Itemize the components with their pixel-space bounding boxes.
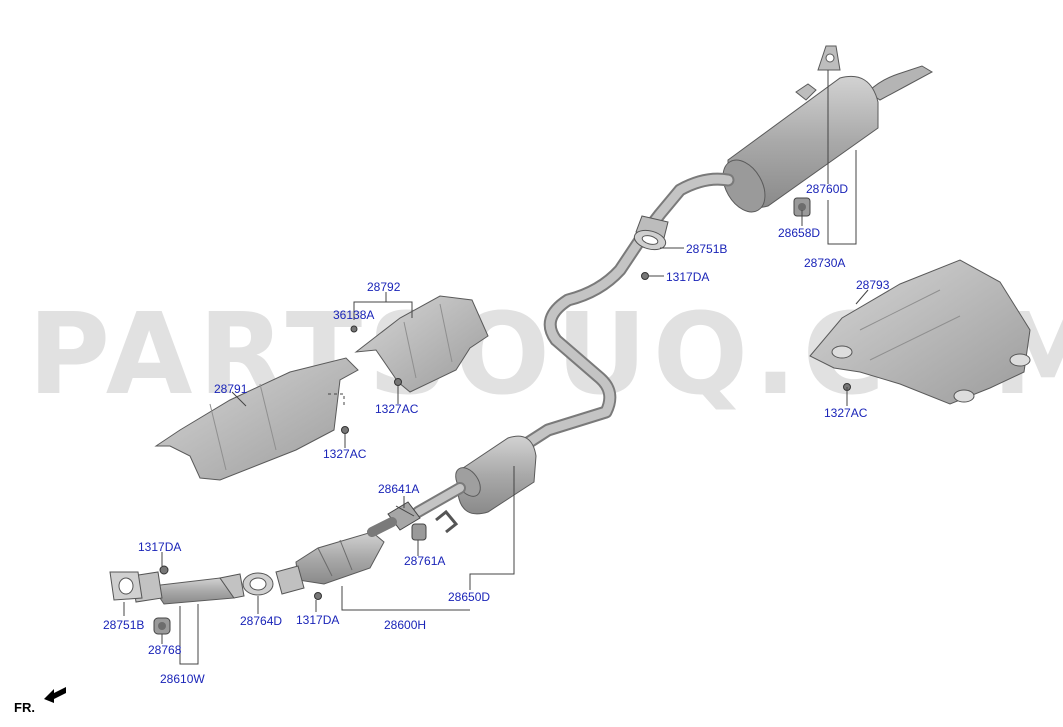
label-1327AC-right: 1327AC: [824, 406, 868, 420]
front-pipe-28610W: [131, 565, 245, 605]
label-36138A: 36138A: [333, 308, 375, 322]
label-28751B-top: 28751B: [686, 242, 728, 256]
rubber-hanger-28761A: [411, 509, 459, 541]
label-28600H: 28600H: [384, 618, 427, 632]
rear-hanger-bracket: [795, 45, 841, 101]
rear-muffler: [722, 65, 934, 213]
label-1327AC-left: 1327AC: [323, 447, 367, 461]
label-1327AC-mid: 1327AC: [375, 402, 419, 416]
catalytic-converter: [275, 517, 397, 600]
rubber-hanger-28768: [153, 617, 171, 635]
label-1317DA-top: 1317DA: [666, 270, 710, 284]
label-28658D: 28658D: [778, 226, 821, 240]
front-arrow-icon: [44, 687, 66, 703]
label-28751B-bottom: 28751B: [103, 618, 145, 632]
label-28791: 28791: [214, 382, 248, 396]
gasket-28764D: [242, 572, 274, 596]
label-1317DA-left: 1317DA: [138, 540, 182, 554]
label-28764D: 28764D: [240, 614, 283, 628]
label-1317DA-bottom: 1317DA: [296, 613, 340, 627]
label-28650D: 28650D: [448, 590, 491, 604]
upper-flange-gasket: [633, 215, 669, 280]
label-28730A: 28730A: [804, 256, 846, 270]
gasket-28751B-front: [109, 571, 143, 601]
heat-shield-28791: [154, 357, 359, 481]
front-direction-label: FR.: [14, 700, 35, 715]
heat-shield-28792: [350, 295, 489, 393]
label-28641A: 28641A: [378, 482, 420, 496]
label-28768: 28768: [148, 643, 182, 657]
label-28610W: 28610W: [160, 672, 205, 686]
label-28792: 28792: [367, 280, 401, 294]
heat-shield-28793: [809, 259, 1031, 405]
label-28760D: 28760D: [806, 182, 849, 196]
label-28761A: 28761A: [404, 554, 446, 568]
leader-lines: [123, 70, 869, 665]
label-28793: 28793: [856, 278, 890, 292]
center-muffler: [412, 435, 537, 518]
main-exhaust-pipe: [513, 172, 735, 455]
